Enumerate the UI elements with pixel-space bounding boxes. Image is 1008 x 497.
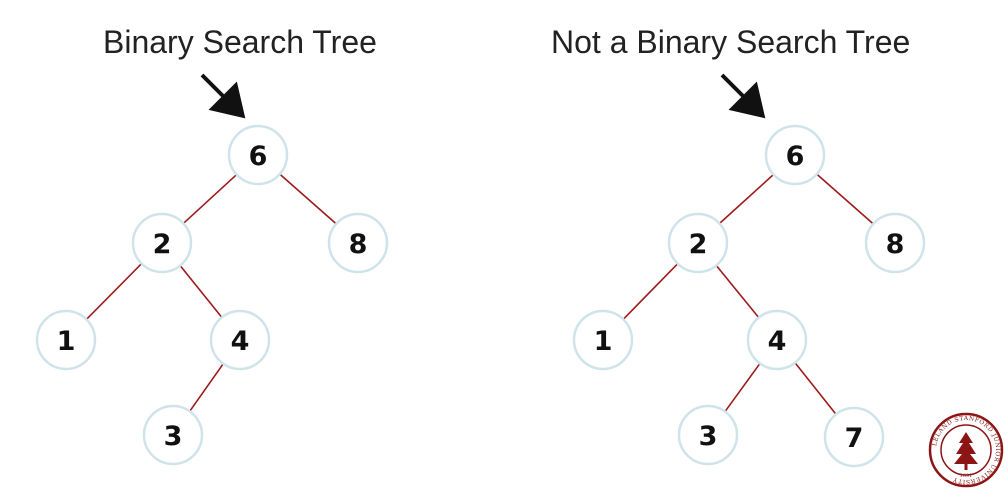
left-tree-title: Binary Search Tree xyxy=(103,24,377,60)
tree-node-circle xyxy=(209,309,271,371)
tree-edge xyxy=(718,173,775,225)
edges-layer xyxy=(85,173,874,415)
tree-node-circle xyxy=(227,124,289,186)
tree-node: 4 xyxy=(746,309,808,371)
tree-node: 6 xyxy=(227,124,289,186)
tree-node: 2 xyxy=(131,212,193,274)
tree-node-circle xyxy=(677,404,739,466)
tree-node-label: 3 xyxy=(164,421,183,452)
tree-node: 2 xyxy=(667,212,729,274)
tree-node-label: 2 xyxy=(153,229,172,260)
tree-node-circle xyxy=(823,406,885,468)
tree-node-circle xyxy=(864,212,926,274)
tree-node-label: 1 xyxy=(57,326,76,357)
left-root-arrow xyxy=(200,73,246,119)
tree-node: 1 xyxy=(35,309,97,371)
tree-node: 3 xyxy=(142,404,204,466)
tree-node: 8 xyxy=(864,212,926,274)
tree-node-label: 6 xyxy=(249,141,268,172)
tree-node: 7 xyxy=(823,406,885,468)
tree-node-label: 3 xyxy=(699,421,718,452)
tree-node: 8 xyxy=(327,212,389,274)
tree-node-label: 8 xyxy=(349,229,368,260)
tree-node-circle xyxy=(572,309,634,371)
tree-edge xyxy=(85,263,143,320)
tree-node-label: 2 xyxy=(689,229,708,260)
right-tree-title: Not a Binary Search Tree xyxy=(551,24,911,60)
tree-node: 3 xyxy=(677,404,739,466)
tree-node-label: 6 xyxy=(786,141,805,172)
tree-node-label: 8 xyxy=(886,229,905,260)
tree-node-label: 4 xyxy=(231,326,250,357)
right-root-arrow xyxy=(720,73,766,119)
tree-node-label: 7 xyxy=(845,423,864,454)
tree-edge xyxy=(182,174,238,224)
tree-node-label: 1 xyxy=(594,326,613,357)
tree-edge xyxy=(715,264,760,319)
tree-node-circle xyxy=(35,309,97,371)
tree-node-circle xyxy=(327,212,389,274)
tree-node: 1 xyxy=(572,309,634,371)
tree-edge xyxy=(189,363,224,412)
tree-edge xyxy=(279,173,337,225)
tree-edge xyxy=(816,173,874,225)
tree-node-circle xyxy=(131,212,193,274)
tree-node-label: 4 xyxy=(768,326,787,357)
stanford-seal-icon: LELAND STANFORD JUNIOR UNIVERSITY 1891 xyxy=(928,412,1004,488)
tree-edge xyxy=(724,362,761,413)
tree-node: 6 xyxy=(764,124,826,186)
tree-edge xyxy=(622,263,679,320)
tree-node: 4 xyxy=(209,309,271,371)
tree-edge xyxy=(794,362,837,415)
tree-node-circle xyxy=(764,124,826,186)
svg-text:1891: 1891 xyxy=(960,473,973,479)
tree-node-circle xyxy=(142,404,204,466)
tree-node-circle xyxy=(746,309,808,371)
tree-node-circle xyxy=(667,212,729,274)
tree-edge xyxy=(179,265,223,318)
